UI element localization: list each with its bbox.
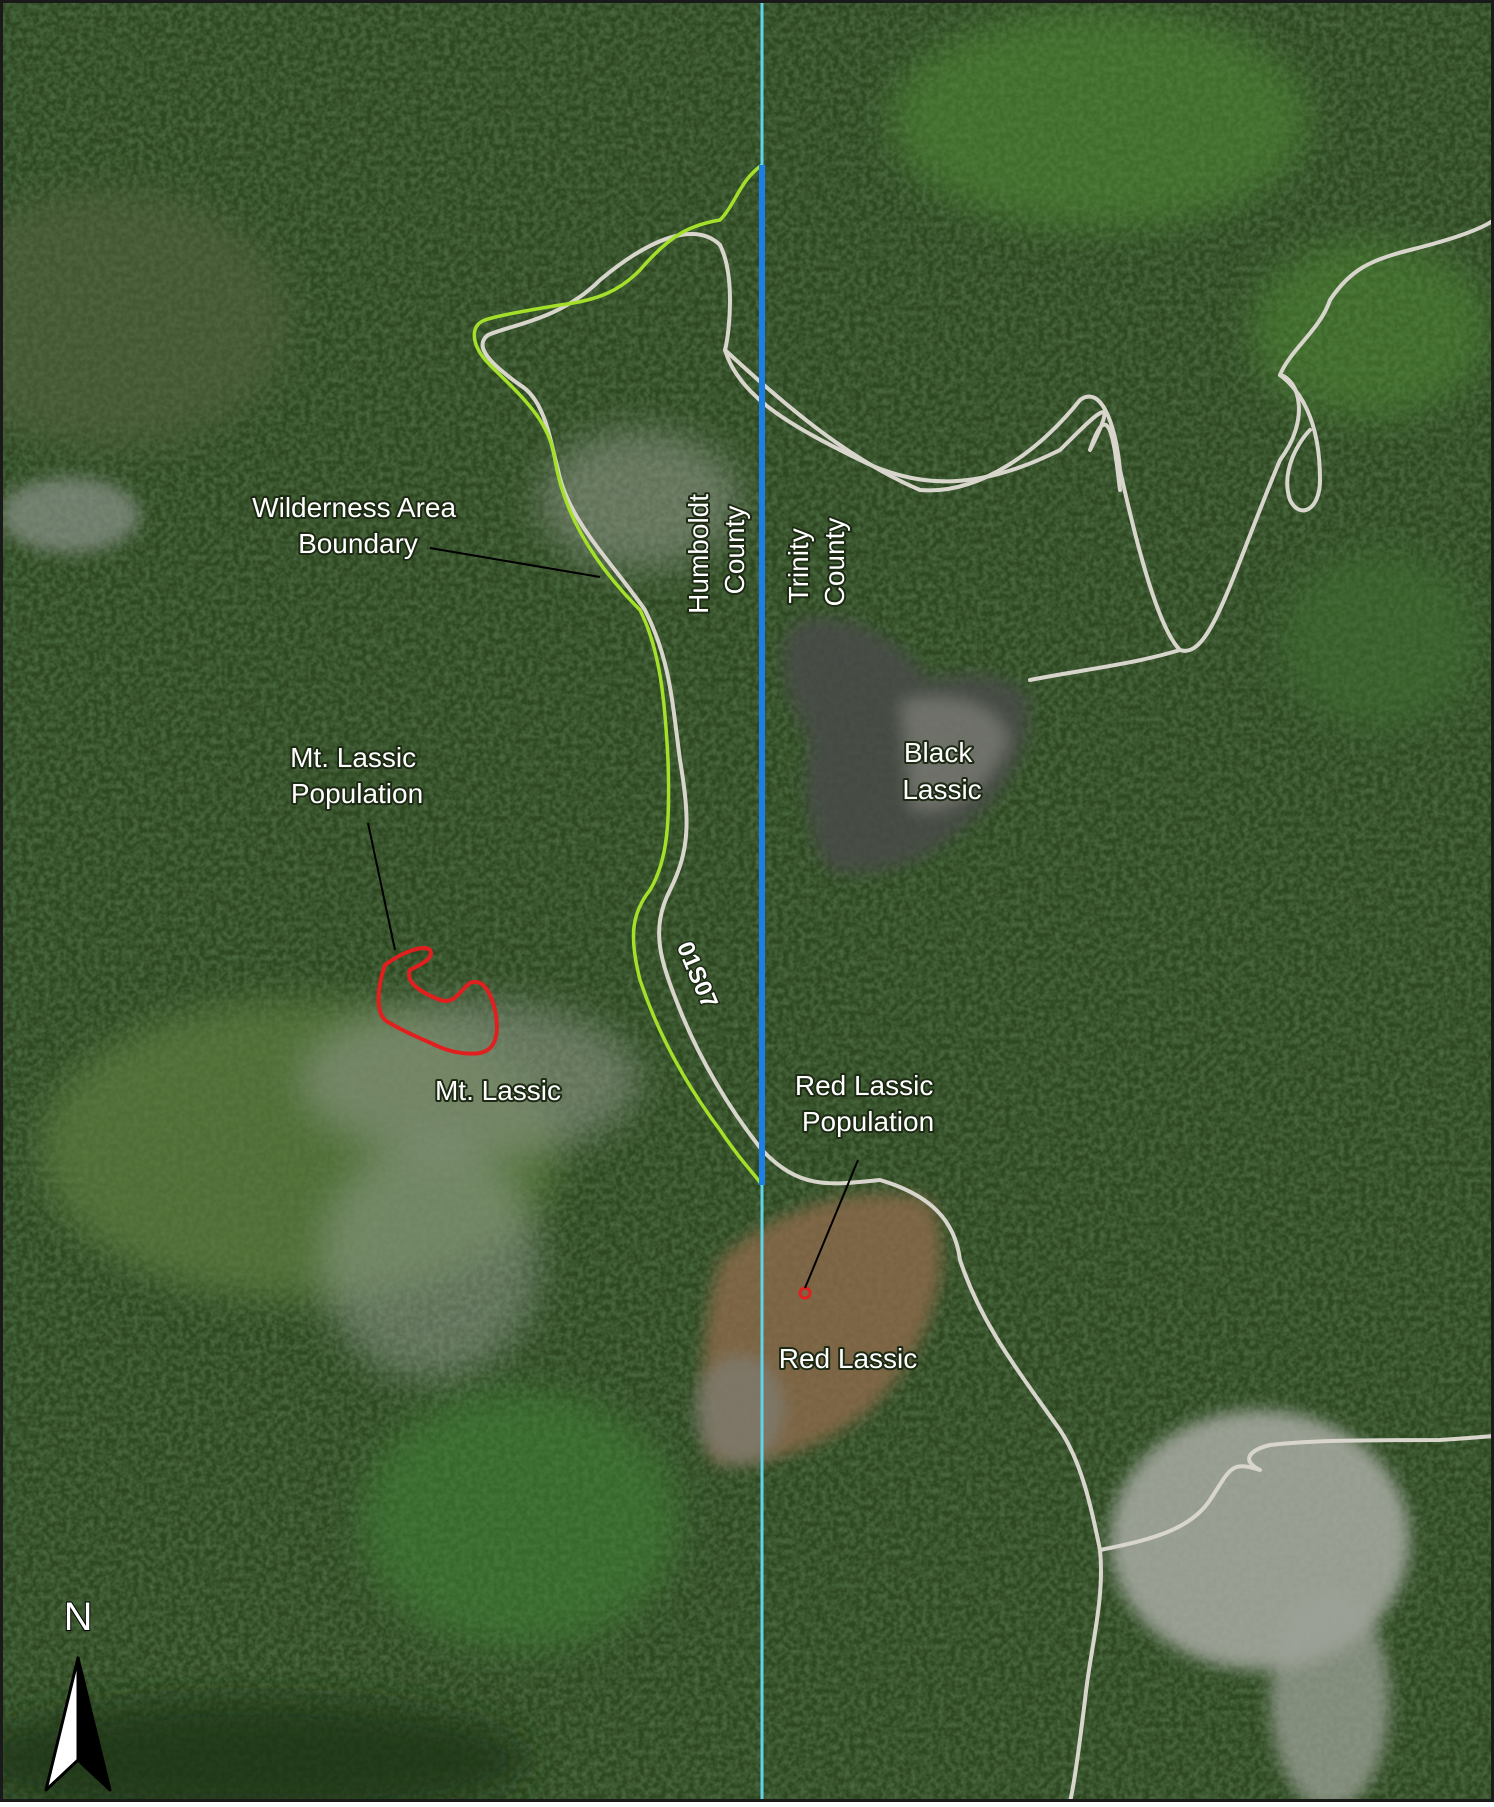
east-meadow-terrain [1280, 550, 1480, 730]
road-black-lassic-link[interactable] [1028, 648, 1182, 682]
leader-lines [367, 547, 859, 1289]
mt-lassic-scree-terrain [320, 1140, 540, 1380]
south-meadow-terrain [360, 1390, 680, 1650]
label-red-lassic-population: Red Lassic Population [795, 1070, 941, 1137]
black-lassic-highlight [900, 696, 1010, 812]
left-rock-outcrop-terrain [0, 477, 140, 553]
wilderness-boundary-line[interactable] [472, 163, 764, 1187]
right-meadow-terrain [1250, 240, 1490, 420]
river-canyon-terrain [0, 1700, 530, 1807]
mt-lassic-population-leader-line [367, 822, 396, 951]
road-network [480, 218, 1494, 1804]
road-southeast-branch[interactable] [1098, 1434, 1494, 1552]
road-east-switchbacks[interactable] [723, 218, 1494, 653]
southeast-slide-tail-terrain [1270, 1590, 1390, 1807]
north-arrow-icon: N [44, 1594, 112, 1792]
label-wilderness-area-boundary: Wilderness Area Boundary [252, 492, 464, 559]
wilderness-leader-line [429, 547, 601, 578]
label-humboldt-county-group: Humboldt County [681, 486, 752, 616]
north-arrow-right-half [76, 1656, 112, 1792]
label-trinity-county-group: Trinity County [781, 516, 852, 609]
label-trinity-county: Trinity County [783, 518, 850, 607]
north-arrow-letter: N [64, 1595, 93, 1639]
label-humboldt-county: Humboldt County [683, 486, 750, 614]
mt-lassic-slope-terrain [300, 1000, 640, 1160]
red-lassic-gray-flank [695, 1355, 785, 1465]
label-mt-lassic-population: Mt. Lassic Population [290, 742, 424, 809]
upper-right-meadow-terrain [890, 10, 1310, 230]
road-switchback-loop[interactable] [1278, 373, 1322, 513]
label-mt-lassic: Mt. Lassic [435, 1075, 561, 1106]
label-red-lassic: Red Lassic [779, 1343, 918, 1374]
mt-lassic-population-outline[interactable] [376, 946, 499, 1056]
red-lassic-population-leader-line [804, 1159, 859, 1289]
terrain-layer [0, 10, 1490, 1807]
label-black-lassic: Black Lassic [902, 737, 981, 805]
upper-left-ridge-terrain [0, 190, 290, 450]
road-01s07[interactable] [480, 232, 1103, 1804]
